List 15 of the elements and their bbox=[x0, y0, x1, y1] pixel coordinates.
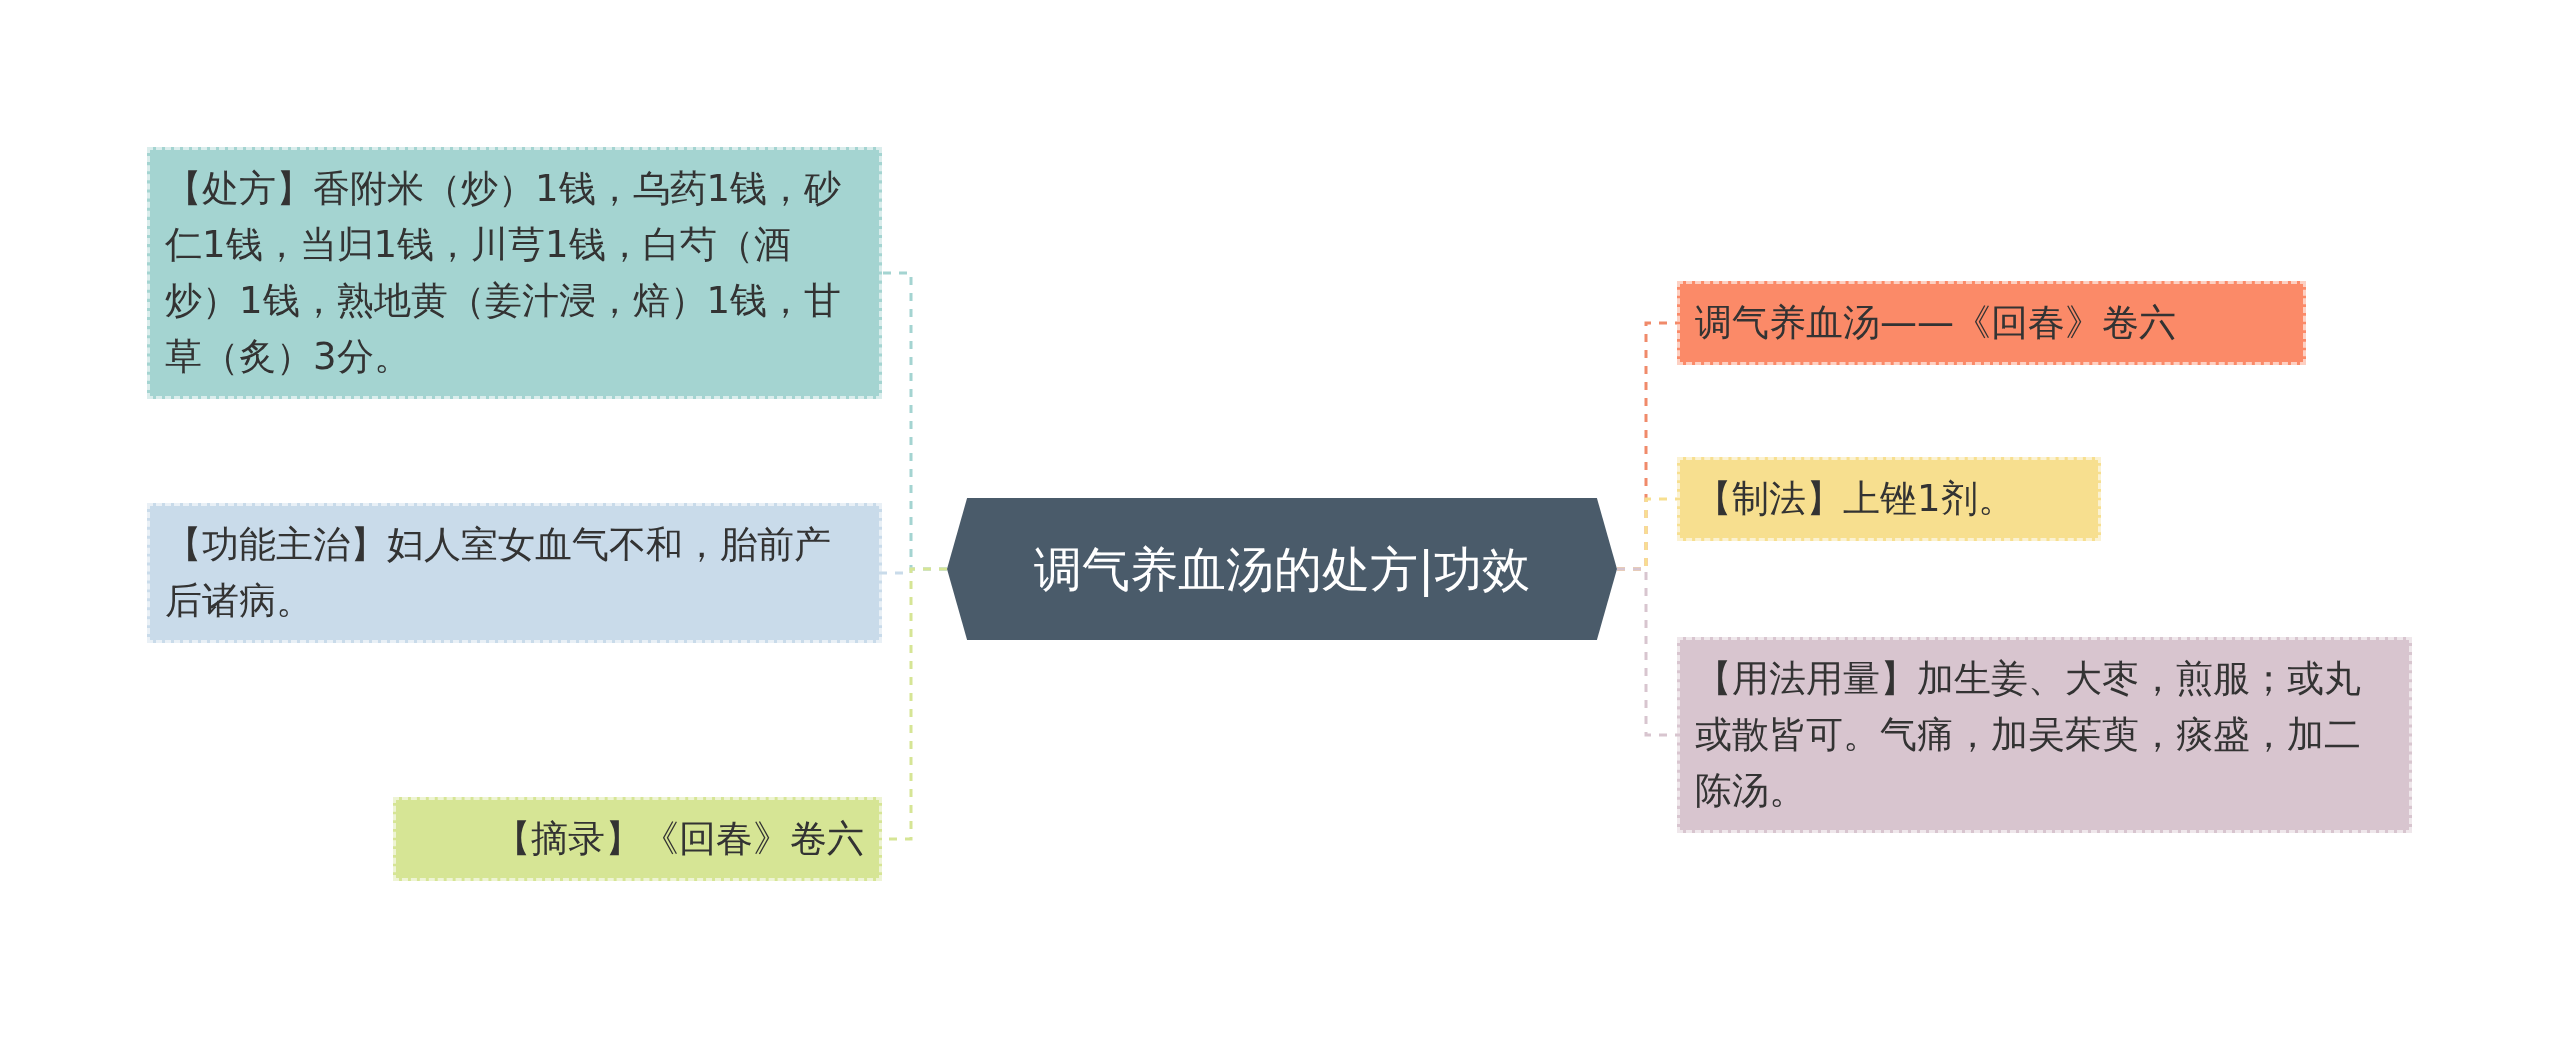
topic-text: 【摘录】《回春》卷六 bbox=[494, 817, 864, 860]
topic-box bbox=[1677, 281, 2306, 365]
topic-text: 【用法用量】加生姜、大枣，煎服；或丸或散皆可。气痛，加吴茱萸，痰盛，加二陈汤。 bbox=[1695, 657, 2361, 812]
topic-text: 【处方】香附米（炒）1钱，乌药1钱，砂仁1钱，当归1钱，川芎1钱，白芍（酒炒）1钱，熟地黄（姜汁浸，焙）1钱，甘草（炙）3分。 bbox=[165, 167, 842, 378]
topic-box bbox=[1677, 457, 2101, 541]
topic-text: 调气养血汤的处方|功效 bbox=[1033, 541, 1531, 597]
topic-text: 【功能主治】妇人室女血气不和，胎前产后诸病。 bbox=[165, 523, 831, 622]
topic-text: 调气养血汤——《回春》卷六 bbox=[1695, 301, 2176, 344]
central-topic-hexagon bbox=[947, 498, 1617, 640]
connector-line bbox=[1617, 567, 1677, 737]
topic-box bbox=[1677, 637, 2412, 833]
topic-box bbox=[147, 503, 882, 643]
topic-box bbox=[147, 147, 882, 399]
topic-box bbox=[393, 797, 882, 881]
topic-text: 【制法】上锉1剂。 bbox=[1695, 477, 2015, 520]
